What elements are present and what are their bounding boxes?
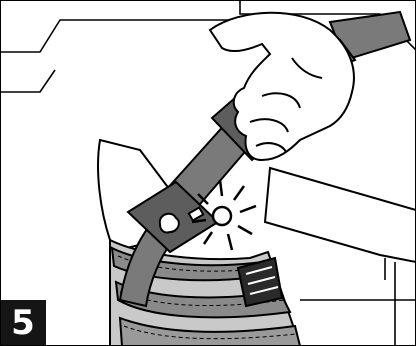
harness-label-patch (238, 258, 282, 306)
step-number-badge: 5 (0, 300, 46, 346)
